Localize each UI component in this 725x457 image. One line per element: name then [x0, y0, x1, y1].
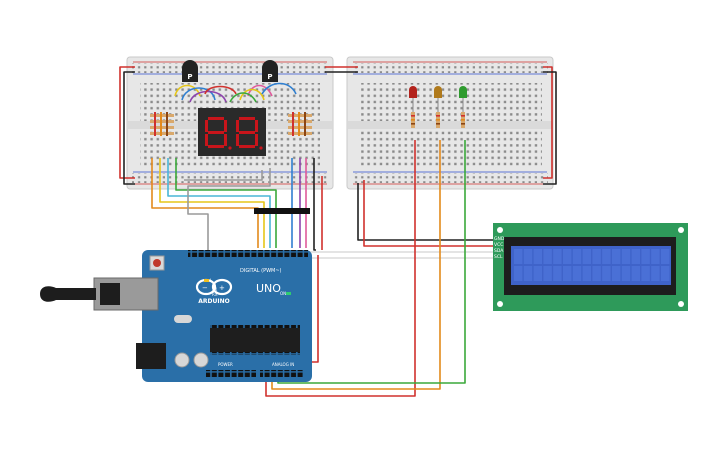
svg-text:+: +: [219, 284, 225, 292]
digit-1: [205, 117, 227, 148]
svg-text:−: −: [202, 284, 208, 292]
digit-2: [236, 117, 258, 148]
wire-black-right-rail: [543, 71, 557, 185]
arduino-brand-text: ARDUINO: [198, 298, 229, 305]
wires: [119, 66, 557, 397]
svg-text:TX: TX: [211, 287, 217, 292]
seven-segment-display: [198, 108, 266, 156]
arduino-uno: − + ARDUINO UNO L TX RX ON DIGITAL (PWM~…: [40, 250, 312, 382]
lcd-pin-sda: SDA: [494, 248, 504, 254]
microcontroller-chip: [210, 328, 300, 352]
led-2: [434, 86, 442, 128]
wire-header-block: [254, 208, 310, 214]
lcd-pin-gnd: GND: [494, 236, 505, 242]
svg-text:ANALOG IN: ANALOG IN: [272, 362, 294, 367]
led-group: [409, 86, 467, 128]
wire-lcd-vcc: [363, 180, 496, 247]
svg-text:ON: ON: [280, 291, 286, 296]
resistor-bank-left: [150, 112, 174, 136]
arduino-model-text: UNO: [256, 282, 281, 295]
resistor-bank-right: [288, 112, 312, 136]
lcd-pin-scl: SCL: [494, 254, 503, 260]
wire-led-red: [265, 140, 416, 397]
wire-red-left-rail: [119, 66, 135, 179]
lcd-pin-vcc: VCC: [494, 242, 503, 248]
lcd-module: GND VCC SDA SCL: [493, 223, 688, 311]
svg-text:DIGITAL (PWM~): DIGITAL (PWM~): [240, 268, 282, 274]
led-3: [459, 86, 467, 128]
wire-black-left-rail: [123, 71, 135, 185]
svg-text:L: L: [210, 278, 213, 283]
power-jack: [136, 343, 166, 369]
svg-text:POWER: POWER: [218, 362, 233, 367]
led-1: [409, 86, 417, 128]
transistor-right: P: [262, 60, 278, 82]
right-breadboard: [346, 56, 554, 190]
wire-lcd-gnd: [357, 183, 496, 241]
svg-text:P: P: [187, 73, 192, 81]
svg-text:RX: RX: [212, 292, 218, 297]
wire-red-right-rail: [543, 66, 553, 179]
svg-text:P: P: [267, 73, 272, 81]
transistor-left: P: [182, 60, 198, 82]
